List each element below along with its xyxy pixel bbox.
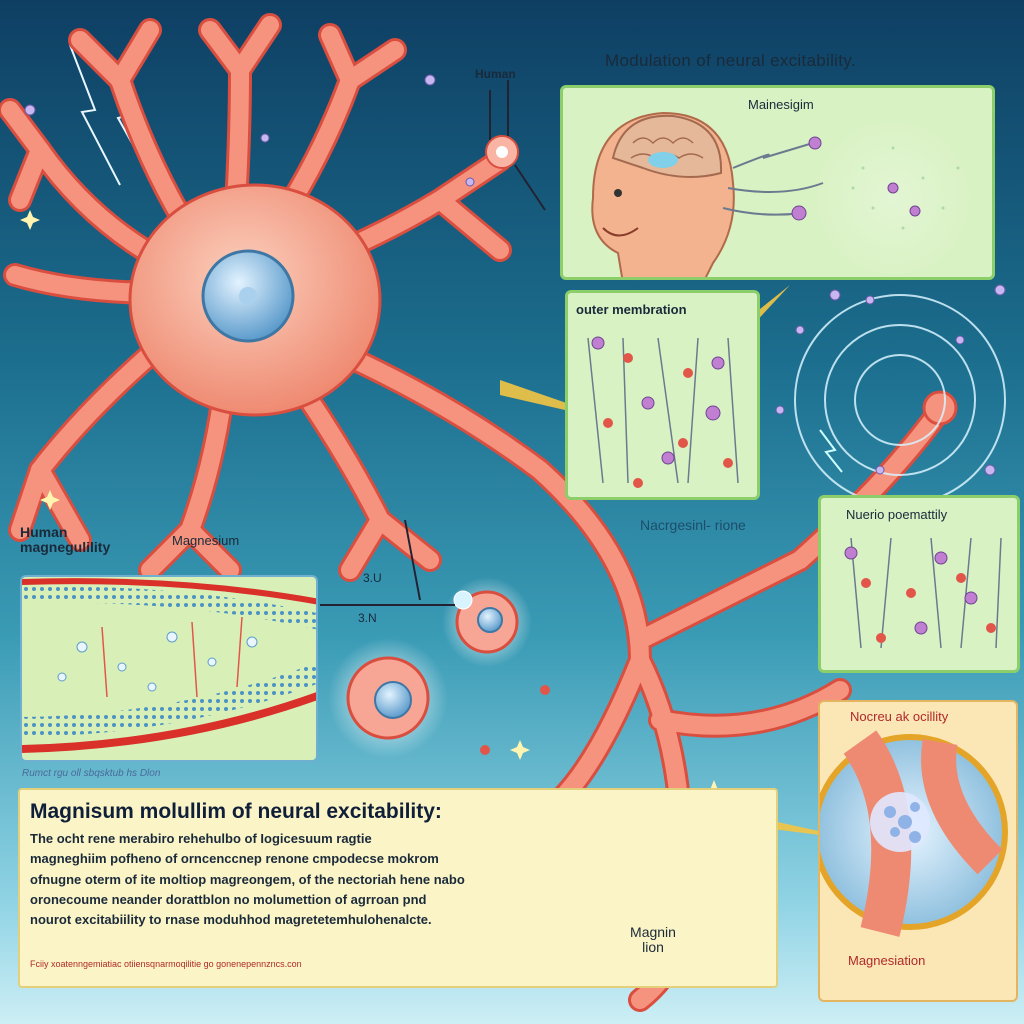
magnesium-label-top: Mainesigim — [748, 97, 814, 112]
caption-line: nourot excitabiility to rnase moduhhod m… — [30, 912, 432, 928]
zoom-panel: Nocreu ak ocillity Magnesiation — [818, 700, 1018, 1002]
outer-membrane-label: outer membration — [576, 302, 687, 317]
neuro-excitability-label: Nocreu ak ocillity — [850, 709, 949, 724]
permeability-channels — [844, 537, 1002, 649]
diagram-title: Modulation of neural excitability. — [605, 51, 856, 70]
membrane-caption: Rumct rgu oll sbqsktub hs Dlon — [22, 768, 161, 779]
membrane-panel — [20, 575, 318, 762]
magnesiation-label: Magnesiation — [848, 953, 926, 968]
caption-body: The ocht rene merabiro rehehulbo of Iogi… — [30, 831, 650, 933]
head-panel: Mainesigim — [560, 85, 995, 280]
permeability-panel: Nuerio poemattily — [818, 495, 1020, 673]
permeability-label: Nuerio poemattily — [846, 507, 948, 522]
caption-line: magneghiim pofheno of orncenccnep renone… — [30, 851, 439, 867]
value-label-1: 3.U — [363, 571, 382, 585]
caption-heading: Magnisum molullim of neural excitability… — [30, 800, 442, 823]
caption-box: Magnisum molullim of neural excitability… — [18, 788, 778, 988]
caption-line: The ocht rene merabiro rehehulbo of Iogi… — [30, 831, 372, 846]
human-magnability-label: Human magnegulility — [20, 524, 111, 556]
human-label-top: Human — [475, 67, 516, 81]
caption-line: oronecoume neander dorattblon no molumet… — [30, 891, 427, 907]
human-marker — [485, 80, 546, 211]
ion-channels — [587, 336, 739, 488]
magnesium-ion-label: Magnin lion — [630, 924, 676, 956]
head-illustration — [591, 111, 973, 277]
caption-footnote: Fciiy xoatenngemiatiac otiiensqnarmoqili… — [30, 959, 302, 969]
value-label-2: 3.N — [358, 611, 377, 625]
zoom-lens — [820, 730, 1008, 937]
caption-line: ofnugne oterm of ite moltiop magreongem,… — [30, 871, 465, 887]
axon-terminal — [922, 390, 958, 426]
synapse-cells — [328, 577, 550, 758]
outer-membrane-panel: outer membration — [565, 290, 760, 500]
membrane-cross-section — [22, 578, 316, 753]
nacre-ions-label: Nacrgesinl- rione — [640, 517, 746, 533]
free-ions — [24, 74, 1006, 476]
magnesium-left-label: Magnesium — [172, 533, 240, 548]
